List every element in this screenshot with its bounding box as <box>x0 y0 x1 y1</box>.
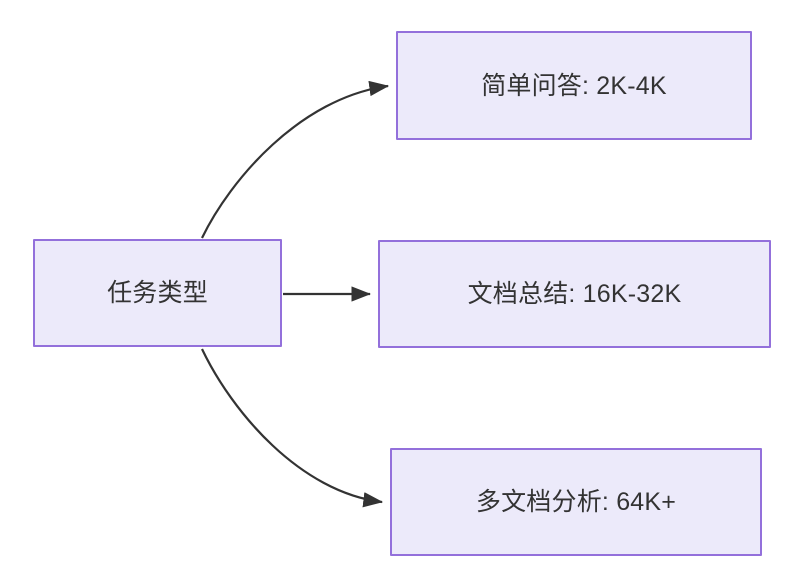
node-task-type-label: 任务类型 <box>107 279 208 307</box>
node-task-type[interactable]: 任务类型 <box>33 239 282 347</box>
edge-root-to-multi-doc <box>201 348 384 508</box>
edge-root-to-simple-qa <box>201 80 390 239</box>
node-multi-document-analysis[interactable]: 多文档分析: 64K+ <box>390 448 762 556</box>
node-document-summary-label: 文档总结: 16K-32K <box>467 280 682 308</box>
node-document-summary[interactable]: 文档总结: 16K-32K <box>378 240 771 348</box>
node-simple-qa-label: 简单问答: 2K-4K <box>481 71 667 100</box>
node-multi-document-analysis-label: 多文档分析: 64K+ <box>475 488 677 516</box>
node-simple-qa[interactable]: 简单问答: 2K-4K <box>396 31 752 140</box>
